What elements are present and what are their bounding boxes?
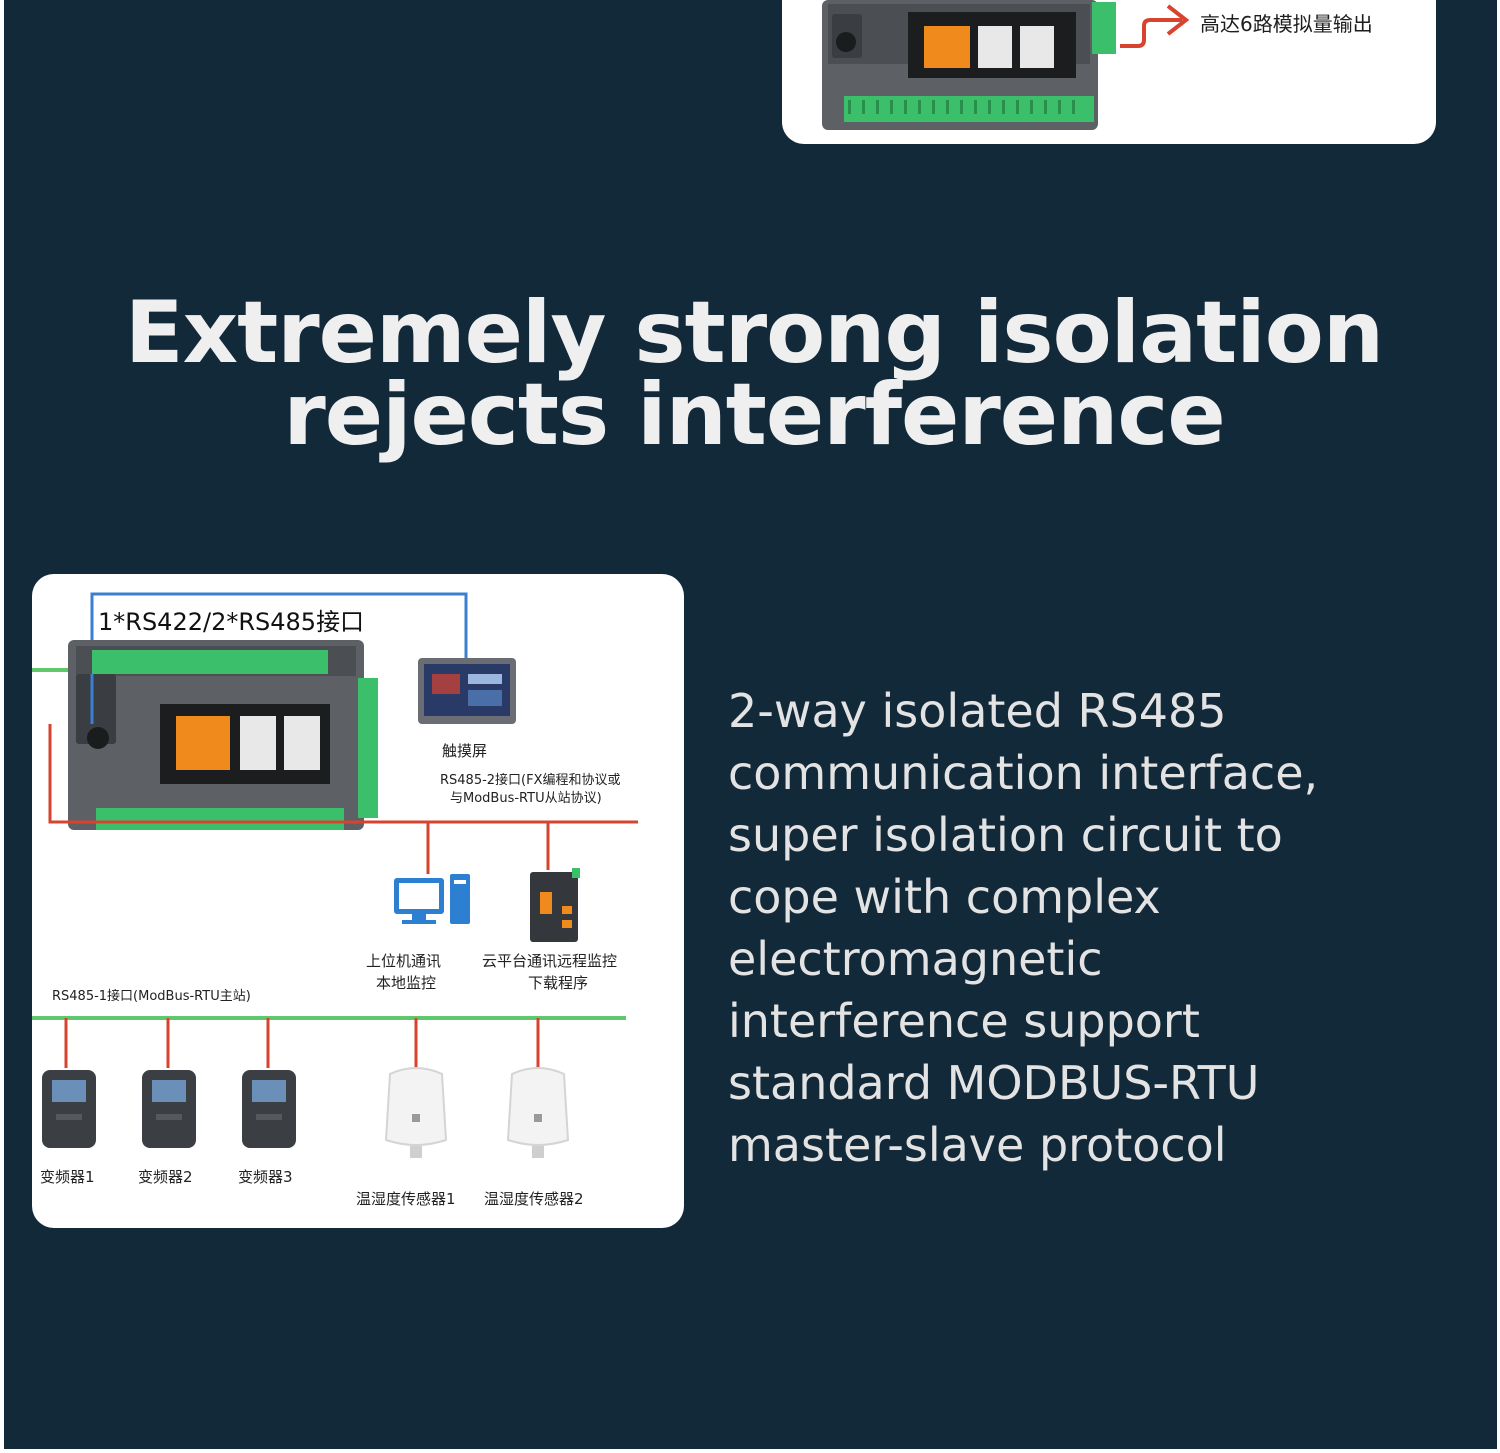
- rs485-1-label: RS485-1接口(ModBus-RTU主站): [52, 989, 251, 1004]
- network-diagram-card: 1*RS422/2*RS485接口 触摸屏 RS485-2接口(FX编程和协议或…: [32, 574, 684, 1228]
- cloud-label-line-2: 下载程序: [528, 974, 589, 992]
- inverter-icon-3: [242, 1070, 296, 1148]
- inverter-label-3: 变频器3: [238, 1168, 293, 1186]
- inverter-icon-2: [142, 1070, 196, 1148]
- headline: Extremely strong isolation rejects inter…: [4, 283, 1497, 465]
- inverter-icon-1: [42, 1070, 96, 1148]
- description-line: super isolation circuit to: [728, 808, 1283, 862]
- pc-icon: [394, 874, 470, 924]
- plc-bottom-image: [822, 0, 1190, 130]
- analog-output-label: 高达6路模拟量输出: [1200, 12, 1373, 36]
- rs485-2-label-line-2: 与ModBus-RTU从站协议): [450, 791, 602, 806]
- cloud-label-line-1: 云平台通讯远程监控: [482, 952, 618, 970]
- product-page: 高达6路模拟量输出 Extremely strong isolation rej…: [4, 0, 1497, 1449]
- rs485-2-bus: [48, 724, 638, 824]
- rs485-2-label-line-1: RS485-2接口(FX编程和协议或: [440, 773, 621, 788]
- description-line: master-slave protocol: [728, 1118, 1227, 1172]
- inverter-label-1: 变频器1: [40, 1168, 95, 1186]
- pc-label-line-2: 本地监控: [376, 974, 437, 992]
- description-line: cope with complex: [728, 870, 1161, 924]
- cloud-gateway-icon: [530, 868, 580, 942]
- sensor-icon-1: [384, 1067, 448, 1158]
- top-product-card: 高达6路模拟量输出: [782, 0, 1436, 144]
- sensor-icon-2: [506, 1067, 570, 1158]
- inverter-label-2: 变频器2: [138, 1168, 193, 1186]
- feature-description: 2-way isolated RS485 communication inter…: [728, 680, 1428, 1176]
- arrow-right-icon: [1166, 4, 1190, 36]
- plc-controller-icon: [68, 640, 378, 830]
- headline-line-2: rejects interference: [283, 365, 1225, 465]
- description-line: 2-way isolated RS485: [728, 684, 1227, 738]
- interface-title: 1*RS422/2*RS485接口: [98, 608, 365, 636]
- description-line: electromagnetic: [728, 932, 1103, 986]
- pc-label-line-1: 上位机通讯: [366, 952, 442, 970]
- rs422-link-line: [90, 592, 468, 674]
- headline-line-1: Extremely strong isolation: [124, 283, 1384, 383]
- touchscreen-label: 触摸屏: [442, 742, 488, 760]
- description-line: communication interface,: [728, 746, 1319, 800]
- touchscreen-icon: [418, 658, 516, 724]
- description-line: interference support: [728, 994, 1200, 1048]
- sensor-label-1: 温湿度传感器1: [356, 1190, 456, 1208]
- network-diagram: [32, 592, 638, 1158]
- description-line: standard MODBUS-RTU: [728, 1056, 1260, 1110]
- sensor-label-2: 温湿度传感器2: [484, 1190, 584, 1208]
